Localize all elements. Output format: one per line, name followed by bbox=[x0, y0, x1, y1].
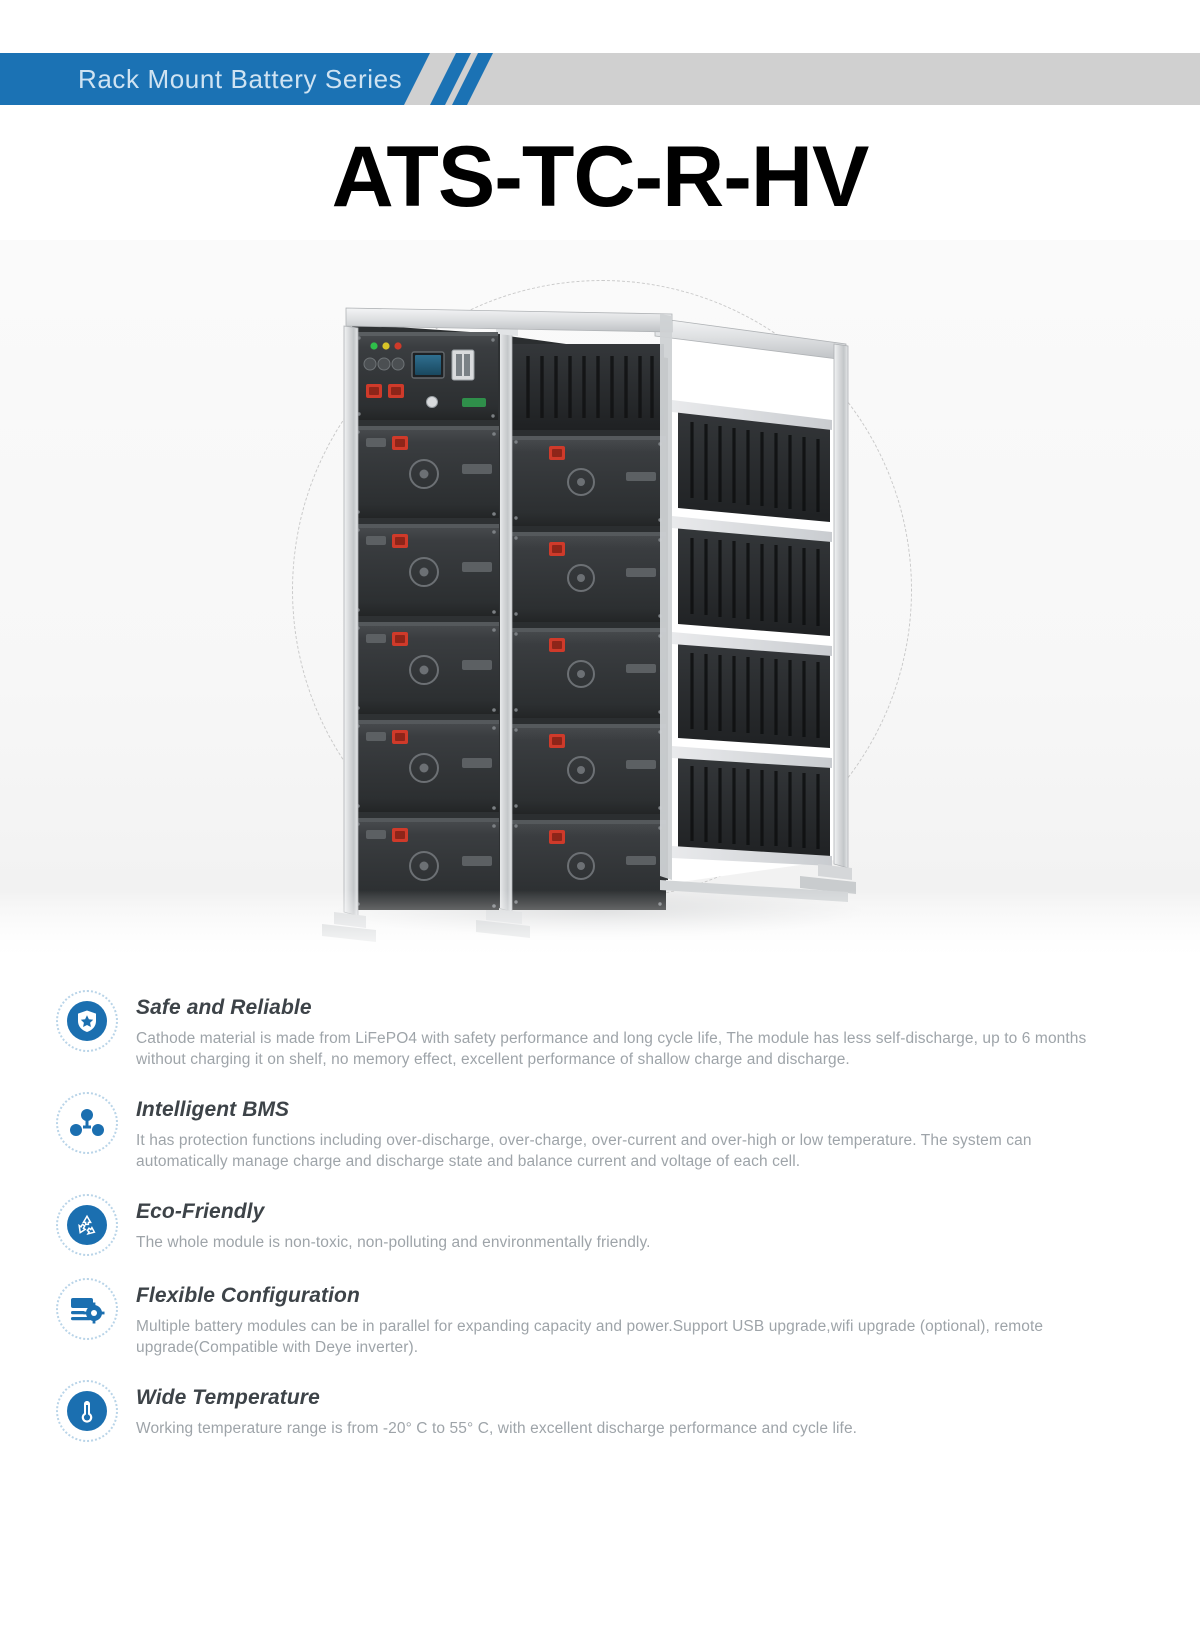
ribbon-blue-band bbox=[0, 53, 430, 105]
battery-column-b bbox=[508, 336, 668, 910]
rear-shelf-bay bbox=[660, 318, 835, 885]
feature-description: Cathode material is made from LiFePO4 wi… bbox=[136, 1030, 1087, 1068]
icon-ring bbox=[56, 1092, 118, 1154]
feature-item-safe-and-reliable: Safe and Reliable Cathode material is ma… bbox=[0, 990, 1200, 1070]
feature-description: Working temperature range is from -20° C… bbox=[136, 1420, 858, 1437]
hero-bottom-fade bbox=[0, 890, 1200, 980]
page-title: ATS-TC-R-HV bbox=[331, 129, 870, 225]
feature-description: The whole module is non-toxic, non-pollu… bbox=[136, 1234, 651, 1251]
settings-sliders-gear-icon bbox=[67, 1289, 107, 1329]
feature-text-block: Flexible Configuration Multiple battery … bbox=[136, 1278, 1200, 1358]
feature-title: Wide Temperature bbox=[136, 1386, 320, 1409]
icon-ring bbox=[56, 1380, 118, 1442]
rack-frame bbox=[654, 317, 856, 894]
feature-description: It has protection functions including ov… bbox=[136, 1132, 1032, 1170]
thermometer-icon bbox=[67, 1391, 107, 1431]
series-label: Rack Mount Battery Series bbox=[78, 64, 403, 94]
feature-title: Eco-Friendly bbox=[136, 1200, 265, 1223]
feature-item-flexible-configuration: Flexible Configuration Multiple battery … bbox=[0, 1278, 1200, 1358]
feature-text-block: Wide Temperature Working temperature ran… bbox=[136, 1380, 1200, 1439]
settings-sliders-gear-icon-wrap bbox=[56, 1278, 118, 1340]
bms-nodes-icon-wrap bbox=[56, 1092, 118, 1154]
battery-column-a bbox=[352, 324, 500, 910]
hero-product-image bbox=[0, 240, 1200, 980]
feature-text-block: Safe and Reliable Cathode material is ma… bbox=[136, 990, 1200, 1070]
recycle-icon-wrap bbox=[56, 1194, 118, 1256]
thermometer-icon-wrap bbox=[56, 1380, 118, 1442]
bms-control-panel bbox=[354, 332, 498, 420]
feature-title: Intelligent BMS bbox=[136, 1098, 290, 1121]
feature-item-intelligent-bms: Intelligent BMS It has protection functi… bbox=[0, 1092, 1200, 1172]
feature-item-wide-temperature: Wide Temperature Working temperature ran… bbox=[0, 1380, 1200, 1442]
feature-text-block: Eco-Friendly The whole module is non-tox… bbox=[136, 1194, 1200, 1253]
feature-title: Flexible Configuration bbox=[136, 1284, 360, 1307]
header-ribbon: Rack Mount Battery Series bbox=[0, 53, 1200, 105]
icon-ring bbox=[56, 990, 118, 1052]
icon-ring bbox=[56, 1278, 118, 1340]
recycle-icon bbox=[67, 1205, 107, 1245]
shield-star-icon bbox=[67, 1001, 107, 1041]
icon-ring bbox=[56, 1194, 118, 1256]
shield-star-icon-wrap bbox=[56, 990, 118, 1052]
feature-title: Safe and Reliable bbox=[136, 996, 312, 1019]
feature-item-eco-friendly: Eco-Friendly The whole module is non-tox… bbox=[0, 1194, 1200, 1256]
feature-text-block: Intelligent BMS It has protection functi… bbox=[136, 1092, 1200, 1172]
bms-nodes-icon bbox=[67, 1103, 107, 1143]
feature-description: Multiple battery modules can be in paral… bbox=[136, 1318, 1044, 1356]
feature-list: Safe and Reliable Cathode material is ma… bbox=[0, 990, 1200, 1464]
battery-rack-illustration bbox=[322, 307, 865, 942]
